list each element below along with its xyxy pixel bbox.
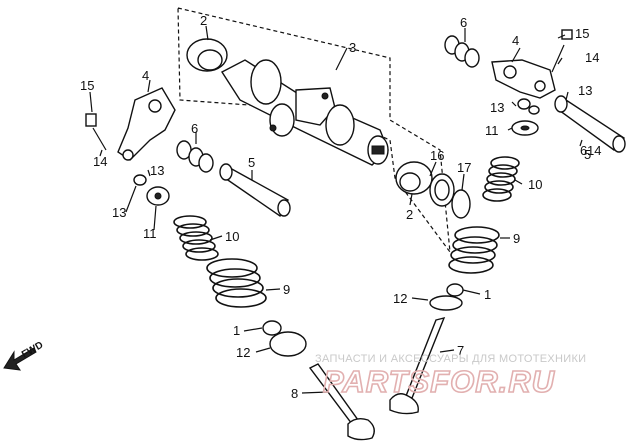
- callout-10: 10: [528, 177, 542, 192]
- callout-14: 14: [93, 154, 107, 169]
- rocker-shaft-left: [219, 163, 291, 218]
- rocker-shaft-bush-left: [176, 140, 214, 173]
- camshaft-bearing-right: [395, 161, 433, 195]
- spring-seat-right: [429, 295, 463, 311]
- callout-10: 10: [225, 229, 239, 244]
- callout-6: 6: [580, 143, 587, 158]
- callout-6: 6: [191, 121, 198, 136]
- locknut-right: [517, 98, 540, 115]
- callout-labels: 2 3 6 4 15 14 13 11 13 15 4 6 14 14 6 5 …: [80, 13, 601, 401]
- camshaft-group-outline: [177, 7, 451, 255]
- callout-17: 17: [457, 160, 471, 175]
- callout-2: 2: [406, 207, 413, 222]
- callout-13: 13: [112, 205, 126, 220]
- rocker-shaft-bush-right: [444, 35, 480, 68]
- callout-11: 11: [485, 123, 499, 138]
- callout-3: 3: [349, 40, 356, 55]
- forward-arrow-icon: [3, 347, 37, 371]
- inner-valve-spring-right: [482, 156, 520, 202]
- rocker-shaft-right: [554, 95, 626, 153]
- valve-cap-left: [146, 186, 170, 206]
- callout-13: 13: [150, 163, 164, 178]
- camshaft-bearing-left: [186, 38, 228, 72]
- callout-4: 4: [512, 33, 519, 48]
- callout-4: 4: [142, 68, 149, 83]
- rocker-arm-right: [491, 59, 556, 99]
- callout-8: 8: [291, 386, 298, 401]
- callout-11: 11: [143, 226, 157, 241]
- fwd-label: FWD: [20, 340, 45, 361]
- callout-7: 7: [457, 343, 464, 358]
- intake-valve: [308, 363, 375, 441]
- callout-14: 14: [587, 143, 601, 158]
- callout-6: 6: [460, 15, 467, 30]
- forward-direction-indicator: FWD: [3, 340, 45, 371]
- valve-cap-right: [511, 120, 539, 136]
- spring-retainer-right: [446, 283, 464, 297]
- watermark-brand: PARTSFOR.RU: [323, 364, 556, 399]
- callout-15: 15: [80, 78, 94, 93]
- exhaust-valve: [389, 316, 446, 415]
- callout-12: 12: [393, 291, 407, 306]
- callout-1: 1: [484, 287, 491, 302]
- leader-lines: [89, 25, 583, 394]
- outer-valve-spring-left: [206, 258, 267, 308]
- callout-5: 5: [248, 155, 255, 170]
- spring-seat-left: [269, 331, 307, 357]
- spring-retainer-left: [262, 320, 282, 336]
- callout-16: 16: [430, 148, 444, 163]
- callout-12: 12: [236, 345, 250, 360]
- watermark: ЗАПЧАСТИ И АКСЕССУАРЫ ДЛЯ МОТОТЕХНИКИ PA…: [315, 353, 586, 400]
- callout-5: 5: [584, 147, 591, 162]
- callout-9: 9: [283, 282, 290, 297]
- o-ring: [451, 189, 471, 219]
- camshaft: [220, 59, 389, 166]
- callout-13: 13: [490, 100, 504, 115]
- inner-valve-spring-left: [173, 215, 219, 261]
- callout-15: 15: [575, 26, 589, 41]
- oil-seal: [429, 173, 455, 207]
- adjuster-screw-left: [85, 113, 107, 151]
- outer-valve-spring-right: [448, 226, 500, 274]
- adjuster-screw-right: [551, 29, 573, 73]
- watermark-subtitle: ЗАПЧАСТИ И АКСЕССУАРЫ ДЛЯ МОТОТЕХНИКИ: [315, 353, 586, 365]
- callout-14: 14: [585, 50, 599, 65]
- callout-9: 9: [513, 231, 520, 246]
- locknut-left: [133, 174, 147, 186]
- callout-2: 2: [200, 13, 207, 28]
- rocker-arm-left: [117, 87, 176, 161]
- callout-1: 1: [233, 323, 240, 338]
- callout-13: 13: [578, 83, 592, 98]
